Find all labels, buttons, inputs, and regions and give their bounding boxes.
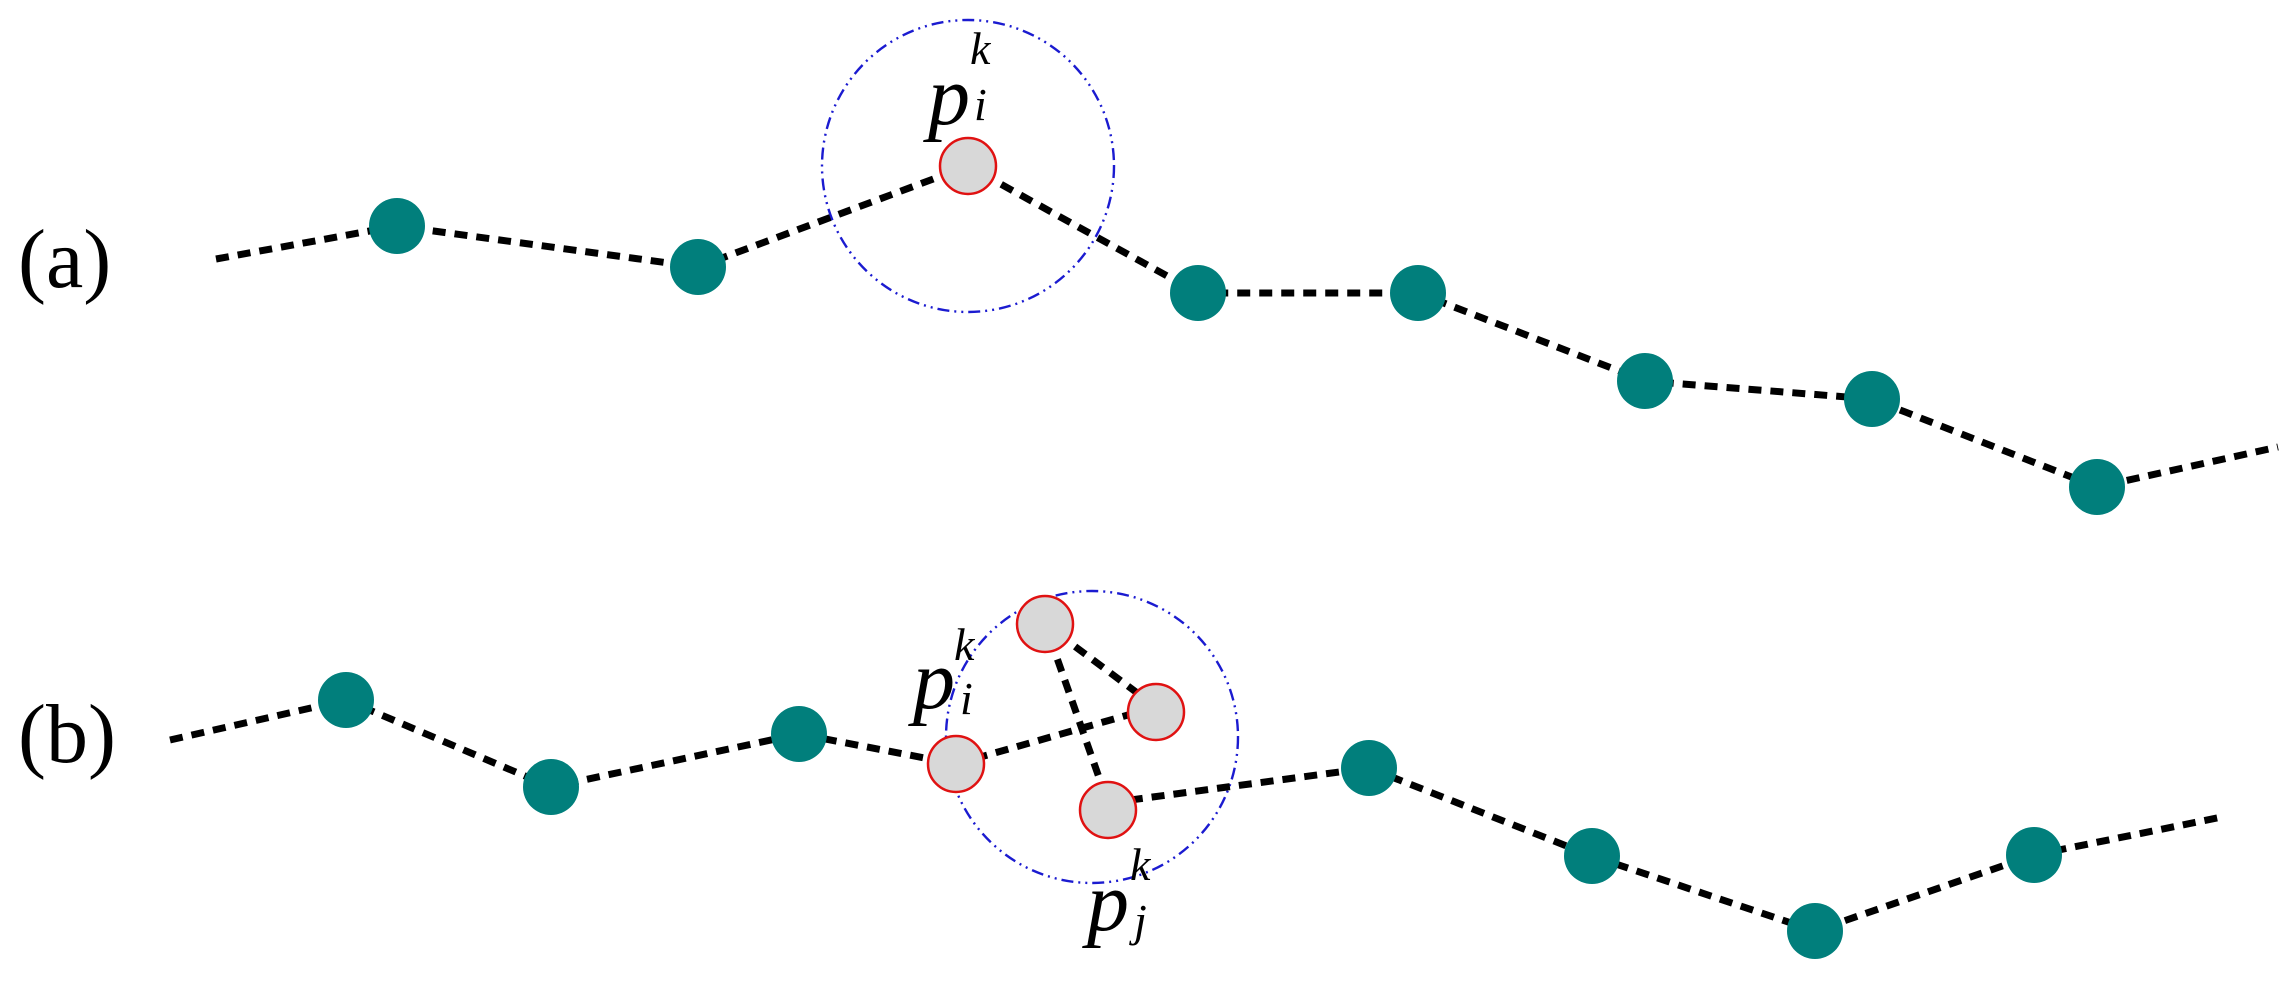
panel-a-chain xyxy=(215,162,2279,491)
math-base: p xyxy=(923,50,970,143)
panel-b-label-p-j-k: p j k xyxy=(1082,839,1152,949)
panel-b-node xyxy=(1341,740,1397,796)
math-subscript: j xyxy=(1129,895,1147,946)
math-subscript: i xyxy=(974,79,987,130)
math-superscript: k xyxy=(970,23,992,74)
panel-a-label: (a) xyxy=(18,213,111,306)
panel-b-chain xyxy=(169,696,1157,791)
panel-b-node xyxy=(1787,903,1843,959)
panel-b-neighborhood-circle xyxy=(944,589,1240,885)
panel-a: (a) p i k xyxy=(18,18,2279,515)
panel-a-label-p-i-k: p i k xyxy=(923,23,992,143)
panel-b-node xyxy=(523,759,579,815)
panel-b-node xyxy=(771,706,827,762)
panel-a-node xyxy=(670,239,726,295)
panel-b-node xyxy=(1564,828,1620,884)
panel-b-highlighted-node xyxy=(1015,594,1075,654)
panel-b: (b) p i k p j k xyxy=(18,589,2223,959)
panel-b-highlighted-node xyxy=(926,734,986,794)
panel-b-label-p-i-k: p i k xyxy=(908,619,976,727)
panel-b-node xyxy=(318,672,374,728)
panel-b-chain xyxy=(1107,764,2223,935)
panel-a-node xyxy=(1170,265,1226,321)
math-base: p xyxy=(1082,856,1129,949)
panel-a-node xyxy=(369,198,425,254)
math-superscript: k xyxy=(1130,839,1152,890)
panel-a-highlighted-node xyxy=(938,136,998,196)
panel-a-node xyxy=(2069,459,2125,515)
math-base: p xyxy=(908,634,955,727)
panel-b-highlighted-node xyxy=(1078,780,1138,840)
panel-b-node xyxy=(2006,827,2062,883)
panel-b-label: (b) xyxy=(18,688,116,781)
panel-a-node xyxy=(1617,353,1673,409)
panel-a-node xyxy=(1390,265,1446,321)
panel-a-neighborhood-circle xyxy=(820,18,1116,314)
panel-a-node xyxy=(1844,371,1900,427)
math-superscript: k xyxy=(954,619,976,670)
math-subscript: i xyxy=(960,673,973,724)
panel-b-highlighted-node xyxy=(1126,682,1186,742)
